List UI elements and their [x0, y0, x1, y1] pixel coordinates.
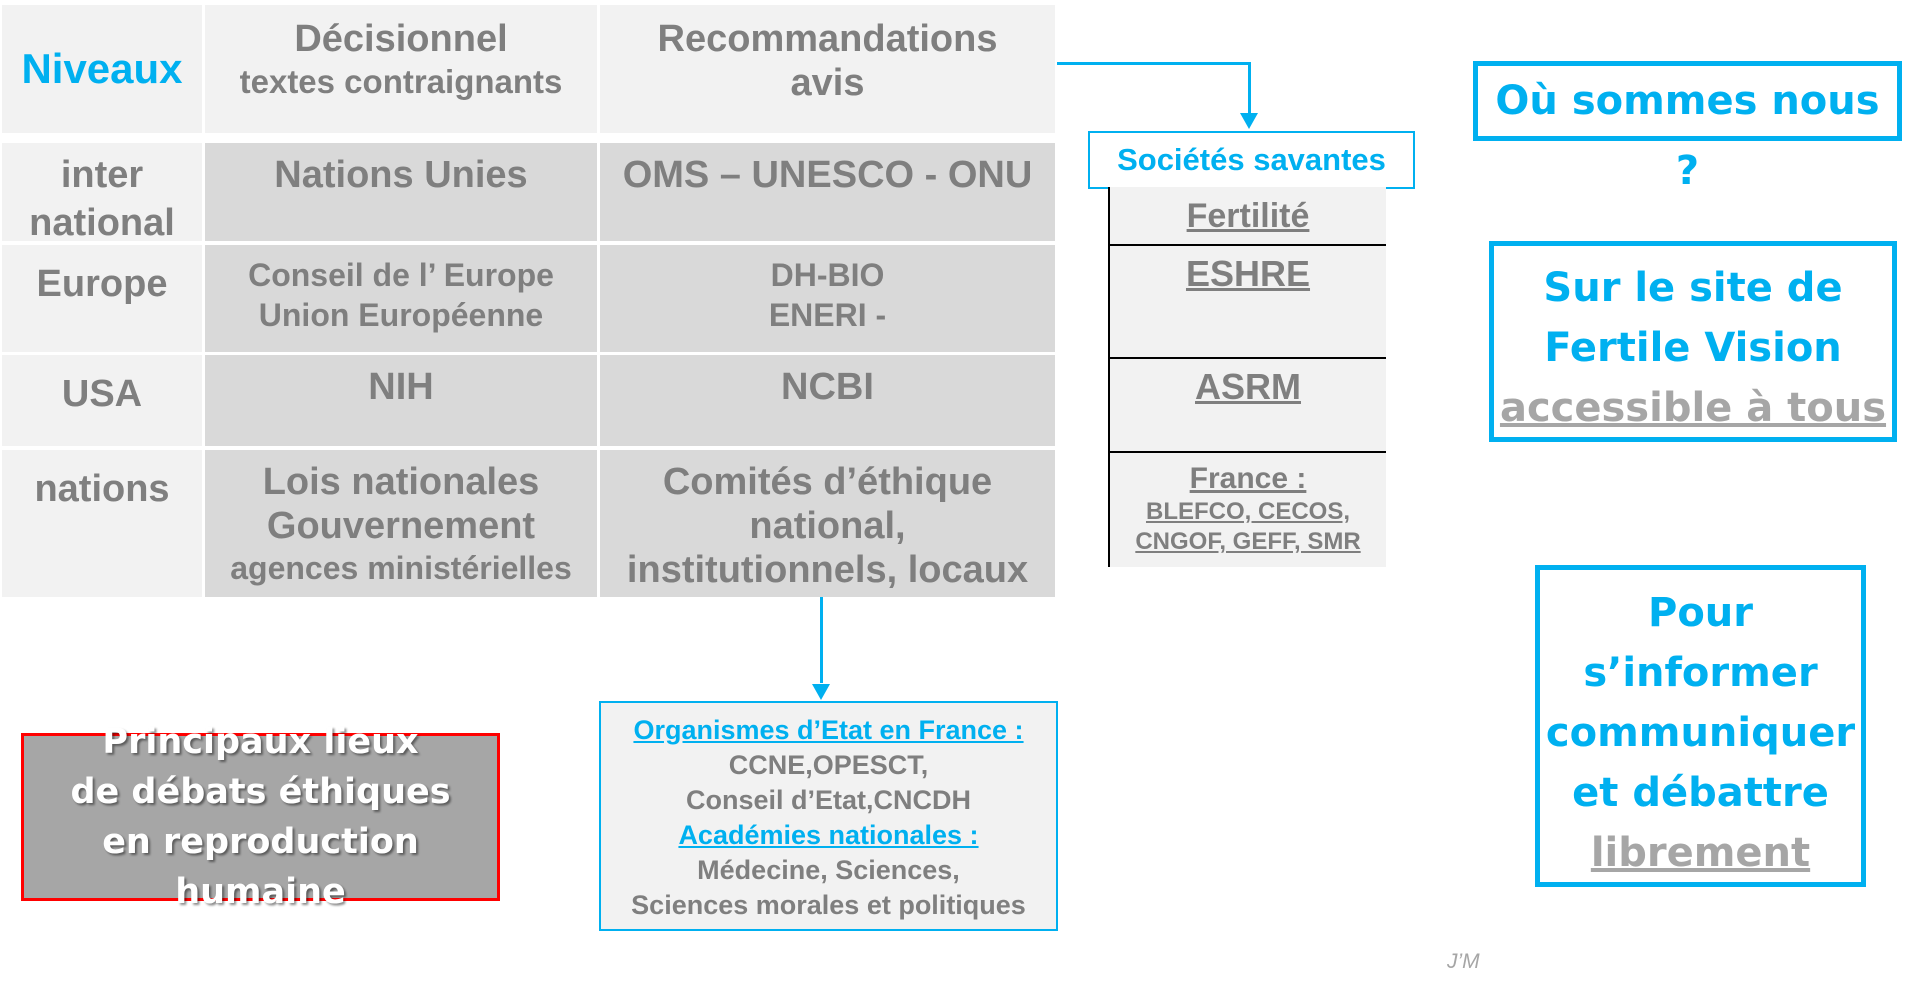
- level-europe-label: Europe: [36, 263, 168, 305]
- recommendation-europe-line-1: DH-BIO: [770, 257, 885, 293]
- header-recommandations-line-2: avis: [790, 62, 865, 104]
- author-signature: J’M: [1447, 950, 1480, 973]
- recommendation-usa-line-1: NCBI: [781, 366, 874, 408]
- header-niveaux-text: Niveaux: [21, 45, 183, 92]
- decision-international-line-1: Nations Unies: [274, 154, 528, 196]
- fertile-vision-line-2: Fertile Vision: [1544, 325, 1842, 371]
- ou-sommes-nous-box: Où sommes nous ?: [1473, 61, 1902, 194]
- societe-france-title: France :: [1189, 462, 1307, 495]
- level-nations: nations: [2, 450, 202, 597]
- level-usa-label: USA: [61, 373, 143, 415]
- recommendation-europe: DH-BIO ENERI -: [600, 245, 1055, 352]
- societe-item-eshre: ESHRE: [1108, 246, 1386, 357]
- decision-nations-line-1: Lois nationales: [262, 461, 540, 503]
- recommendation-nations: Comités d’éthique national, institutionn…: [600, 450, 1055, 597]
- level-europe: Europe: [2, 245, 202, 352]
- organismes-etat-box: Organismes d’Etat en France : CCNE,OPESC…: [599, 701, 1058, 931]
- connector-vertical-organismes: [820, 597, 823, 683]
- header-recommandations-line-1: Recommandations: [657, 18, 998, 60]
- societe-item-asrm: ASRM: [1108, 359, 1386, 451]
- decision-nations-line-2: Gouvernement: [266, 505, 536, 547]
- societe-item-fertilite: Fertilité: [1108, 187, 1386, 244]
- arrow-down-icon: [812, 684, 830, 700]
- connector-vertical-societes: [1248, 62, 1251, 114]
- recommendation-europe-line-2: ENERI -: [768, 297, 887, 333]
- pour-informer-line-2: s’informer: [1583, 650, 1818, 696]
- level-international-line-2: national: [29, 202, 175, 244]
- academies-title: Académies nationales :: [678, 820, 979, 850]
- pour-informer-line-1: Pour: [1648, 590, 1753, 636]
- recommendation-international: OMS – UNESCO - ONU: [600, 143, 1055, 241]
- principaux-lieux-line-3: en reproduction humaine: [102, 822, 419, 912]
- decision-europe: Conseil de l’ Europe Union Européenne: [205, 245, 597, 352]
- level-international: inter national: [2, 143, 202, 244]
- level-nations-label: nations: [34, 468, 170, 510]
- principaux-lieux-box: Principaux lieux de débats éthiques en r…: [21, 722, 500, 912]
- decision-europe-line-2: Union Européenne: [258, 297, 544, 333]
- decision-usa-line-1: NIH: [368, 366, 434, 408]
- organismes-title: Organismes d’Etat en France :: [633, 715, 1024, 745]
- societe-item-fertilite-text: Fertilité: [1186, 197, 1310, 235]
- header-niveaux: Niveaux: [2, 5, 202, 133]
- divider: [1108, 451, 1386, 453]
- decision-usa: NIH: [205, 355, 597, 446]
- organismes-line-1: CCNE,OPESCT,: [728, 750, 929, 780]
- decision-international: Nations Unies: [205, 143, 597, 241]
- organismes-line-2: Conseil d’Etat,CNCDH: [685, 785, 972, 815]
- recommendation-nations-line-2: national,: [749, 505, 906, 547]
- header-decisionnel-line-1: Décisionnel: [294, 18, 508, 60]
- principaux-lieux-line-2: de débats éthiques: [70, 772, 451, 812]
- decision-europe-line-1: Conseil de l’ Europe: [248, 257, 554, 293]
- fertile-vision-line-3: accessible à tous: [1499, 385, 1887, 431]
- header-decisionnel: Décisionnel textes contraignants: [205, 5, 597, 133]
- recommendation-nations-line-3: institutionnels, locaux: [626, 549, 1029, 591]
- pour-informer-line-5: librement: [1590, 830, 1811, 876]
- connector-horizontal: [1057, 62, 1251, 65]
- divider: [1108, 244, 1386, 246]
- recommendation-international-line-1: OMS – UNESCO - ONU: [622, 154, 1033, 196]
- ou-sommes-nous-text: Où sommes nous ?: [1495, 78, 1880, 194]
- societe-france-line-2: CNGOF, GEFF, SMR: [1135, 528, 1361, 555]
- principaux-lieux-line-1: Principaux lieux: [102, 722, 419, 762]
- societe-item-eshre-text: ESHRE: [1185, 253, 1311, 294]
- societes-savantes-title: Sociétés savantes: [1088, 131, 1415, 189]
- organismes-line-4: Sciences morales et politiques: [631, 890, 1026, 920]
- recommendation-usa: NCBI: [600, 355, 1055, 446]
- societe-item-france: France : BLEFCO, CECOS, CNGOF, GEFF, SMR: [1108, 453, 1386, 567]
- societe-france-line-1: BLEFCO, CECOS,: [1145, 498, 1350, 525]
- recommendation-nations-line-1: Comités d’éthique: [662, 461, 993, 503]
- decision-nations-line-3: agences ministérielles: [230, 550, 572, 586]
- societe-item-asrm-text: ASRM: [1195, 366, 1301, 407]
- organismes-line-3: Médecine, Sciences,: [697, 855, 960, 885]
- header-recommandations: Recommandations avis: [600, 5, 1055, 133]
- societes-savantes-title-text: Sociétés savantes: [1117, 142, 1386, 177]
- pour-informer-line-4: et débattre: [1572, 770, 1829, 816]
- level-usa: USA: [2, 355, 202, 446]
- pour-informer-line-3: communiquer: [1545, 710, 1856, 756]
- fertile-vision-line-1: Sur le site de: [1543, 265, 1843, 311]
- divider: [1108, 357, 1386, 359]
- header-decisionnel-line-2: textes contraignants: [239, 63, 563, 100]
- level-international-line-1: inter: [60, 154, 144, 196]
- pour-informer-box: Pour s’informer communiquer et débattre …: [1535, 565, 1866, 887]
- decision-nations: Lois nationales Gouvernement agences min…: [205, 450, 597, 597]
- arrow-down-icon: [1240, 113, 1258, 129]
- fertile-vision-box: Sur le site de Fertile Vision accessible…: [1489, 241, 1897, 442]
